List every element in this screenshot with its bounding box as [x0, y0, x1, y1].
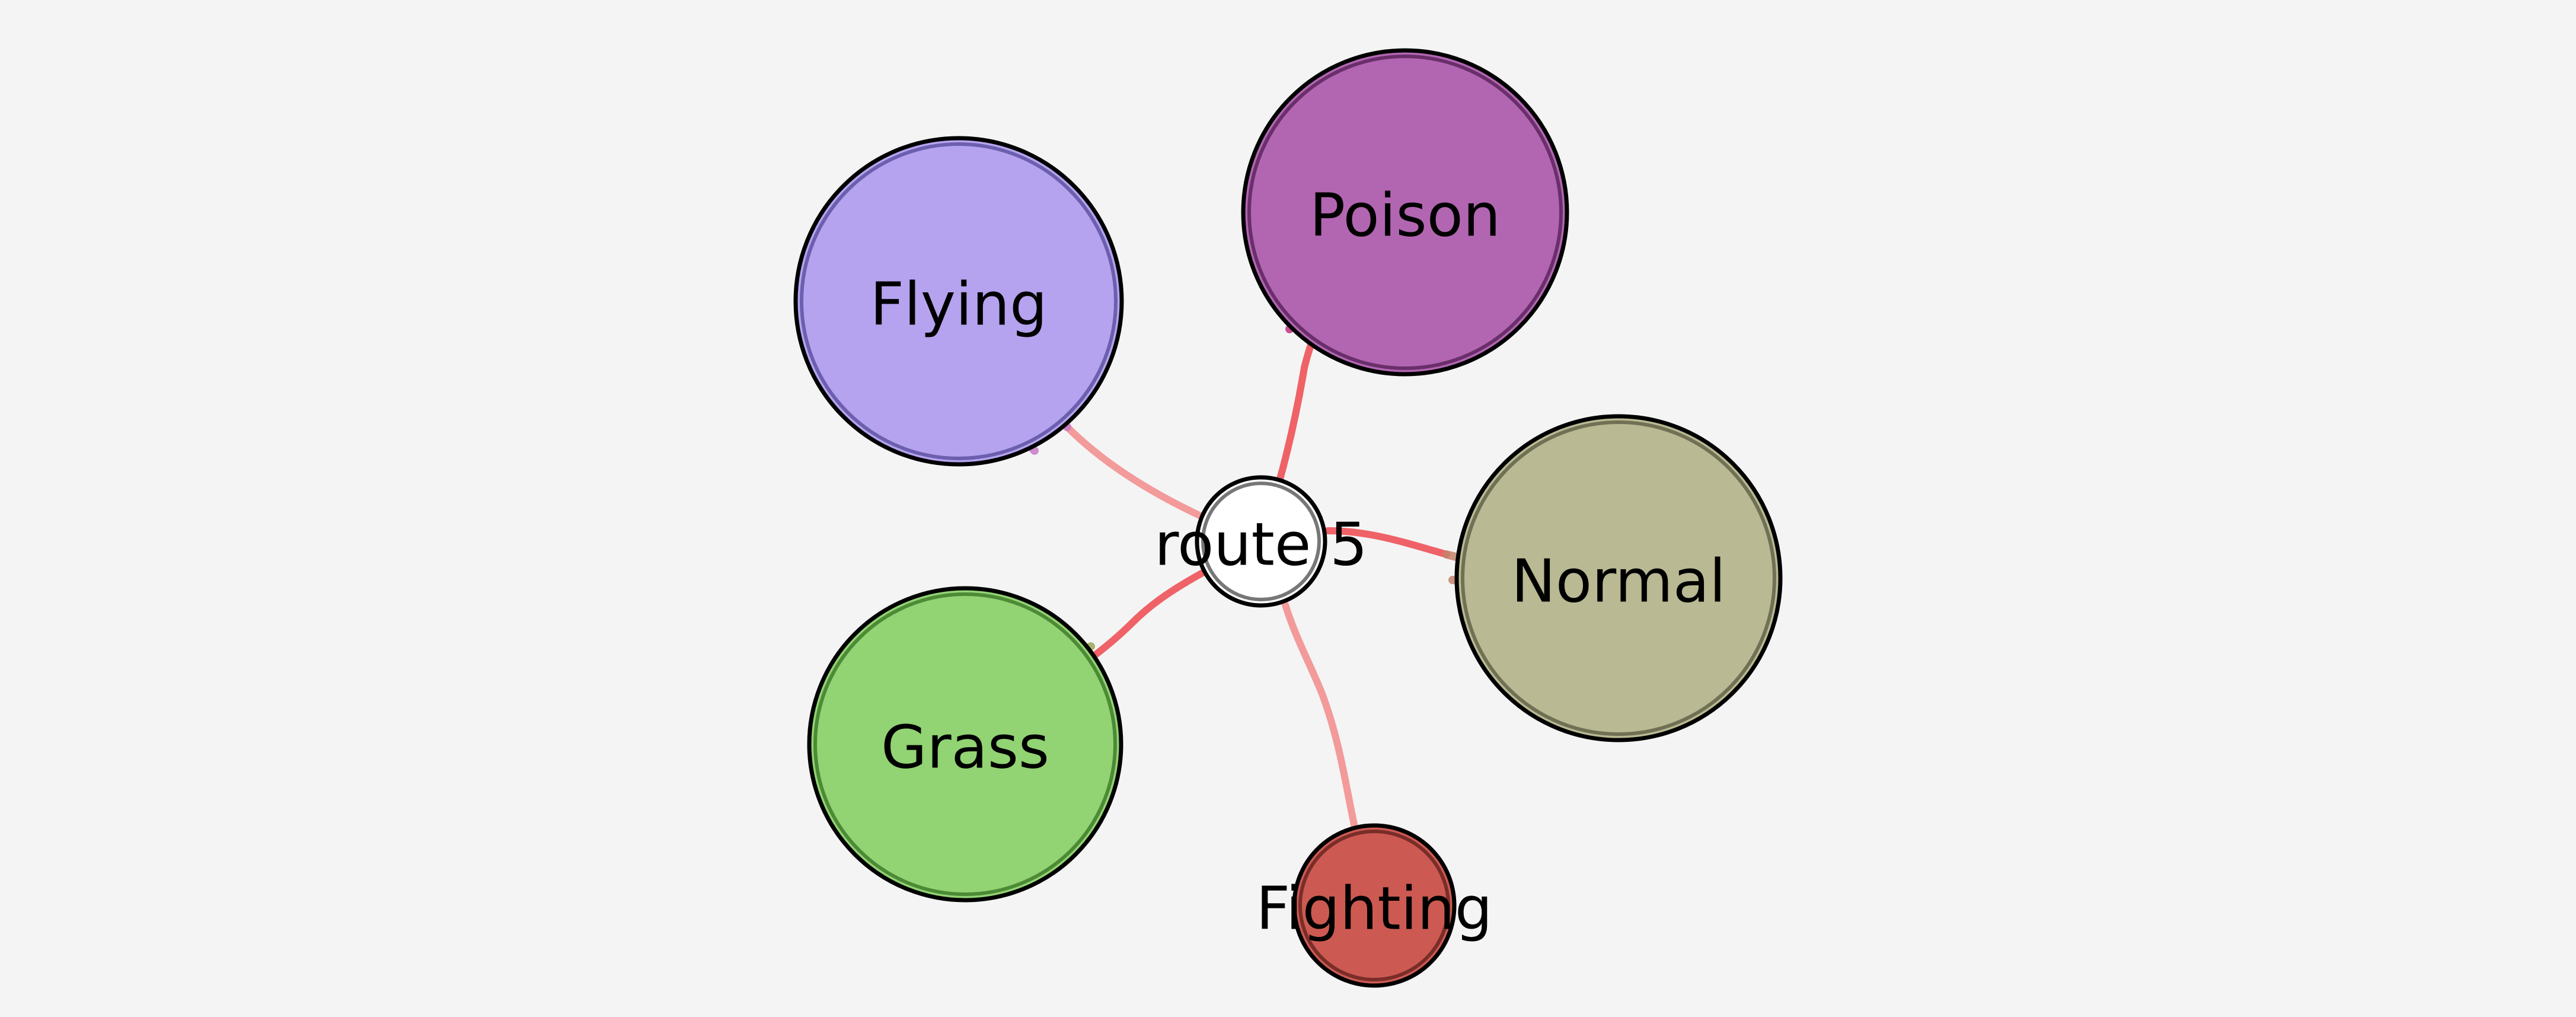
- node-normal[interactable]: Normal: [1454, 414, 1783, 742]
- node-flying-inner-ring: [800, 142, 1118, 460]
- node-route[interactable]: route 5: [1154, 475, 1368, 608]
- node-grass-label: Grass: [881, 713, 1049, 782]
- node-poison-circle[interactable]: [1241, 48, 1569, 377]
- node-grass-circle[interactable]: [807, 586, 1123, 903]
- node-fighting-label: Fighting: [1256, 874, 1493, 943]
- node-fighting[interactable]: Fighting: [1256, 823, 1493, 988]
- node-poison[interactable]: Poison: [1241, 48, 1569, 377]
- nodes-layer: Flying Poison Normal Grass Fighting: [793, 48, 1783, 988]
- node-poison-inner-ring: [1247, 55, 1563, 370]
- node-grass[interactable]: Grass: [807, 586, 1123, 903]
- node-route-circle[interactable]: [1195, 475, 1327, 608]
- node-route-label: route 5: [1154, 510, 1368, 579]
- node-flying-label: Flying: [870, 270, 1047, 339]
- node-flying-circle[interactable]: [793, 136, 1124, 467]
- edge-route-to-grass: [1087, 569, 1207, 662]
- node-poison-label: Poison: [1310, 181, 1501, 250]
- node-normal-inner-ring: [1461, 420, 1776, 736]
- node-flying[interactable]: Flying: [793, 136, 1124, 467]
- node-grass-inner-ring: [813, 592, 1117, 896]
- node-route-inner-ring: [1201, 482, 1321, 601]
- edge-route-to-normal: [1324, 527, 1450, 558]
- node-normal-label: Normal: [1511, 547, 1726, 616]
- node-fighting-circle[interactable]: [1292, 823, 1457, 988]
- edge-route-to-fighting: [1282, 601, 1358, 831]
- node-fighting-inner-ring: [1298, 830, 1450, 981]
- node-normal-circle[interactable]: [1454, 414, 1783, 742]
- edge-route-to-flying: [1064, 423, 1204, 519]
